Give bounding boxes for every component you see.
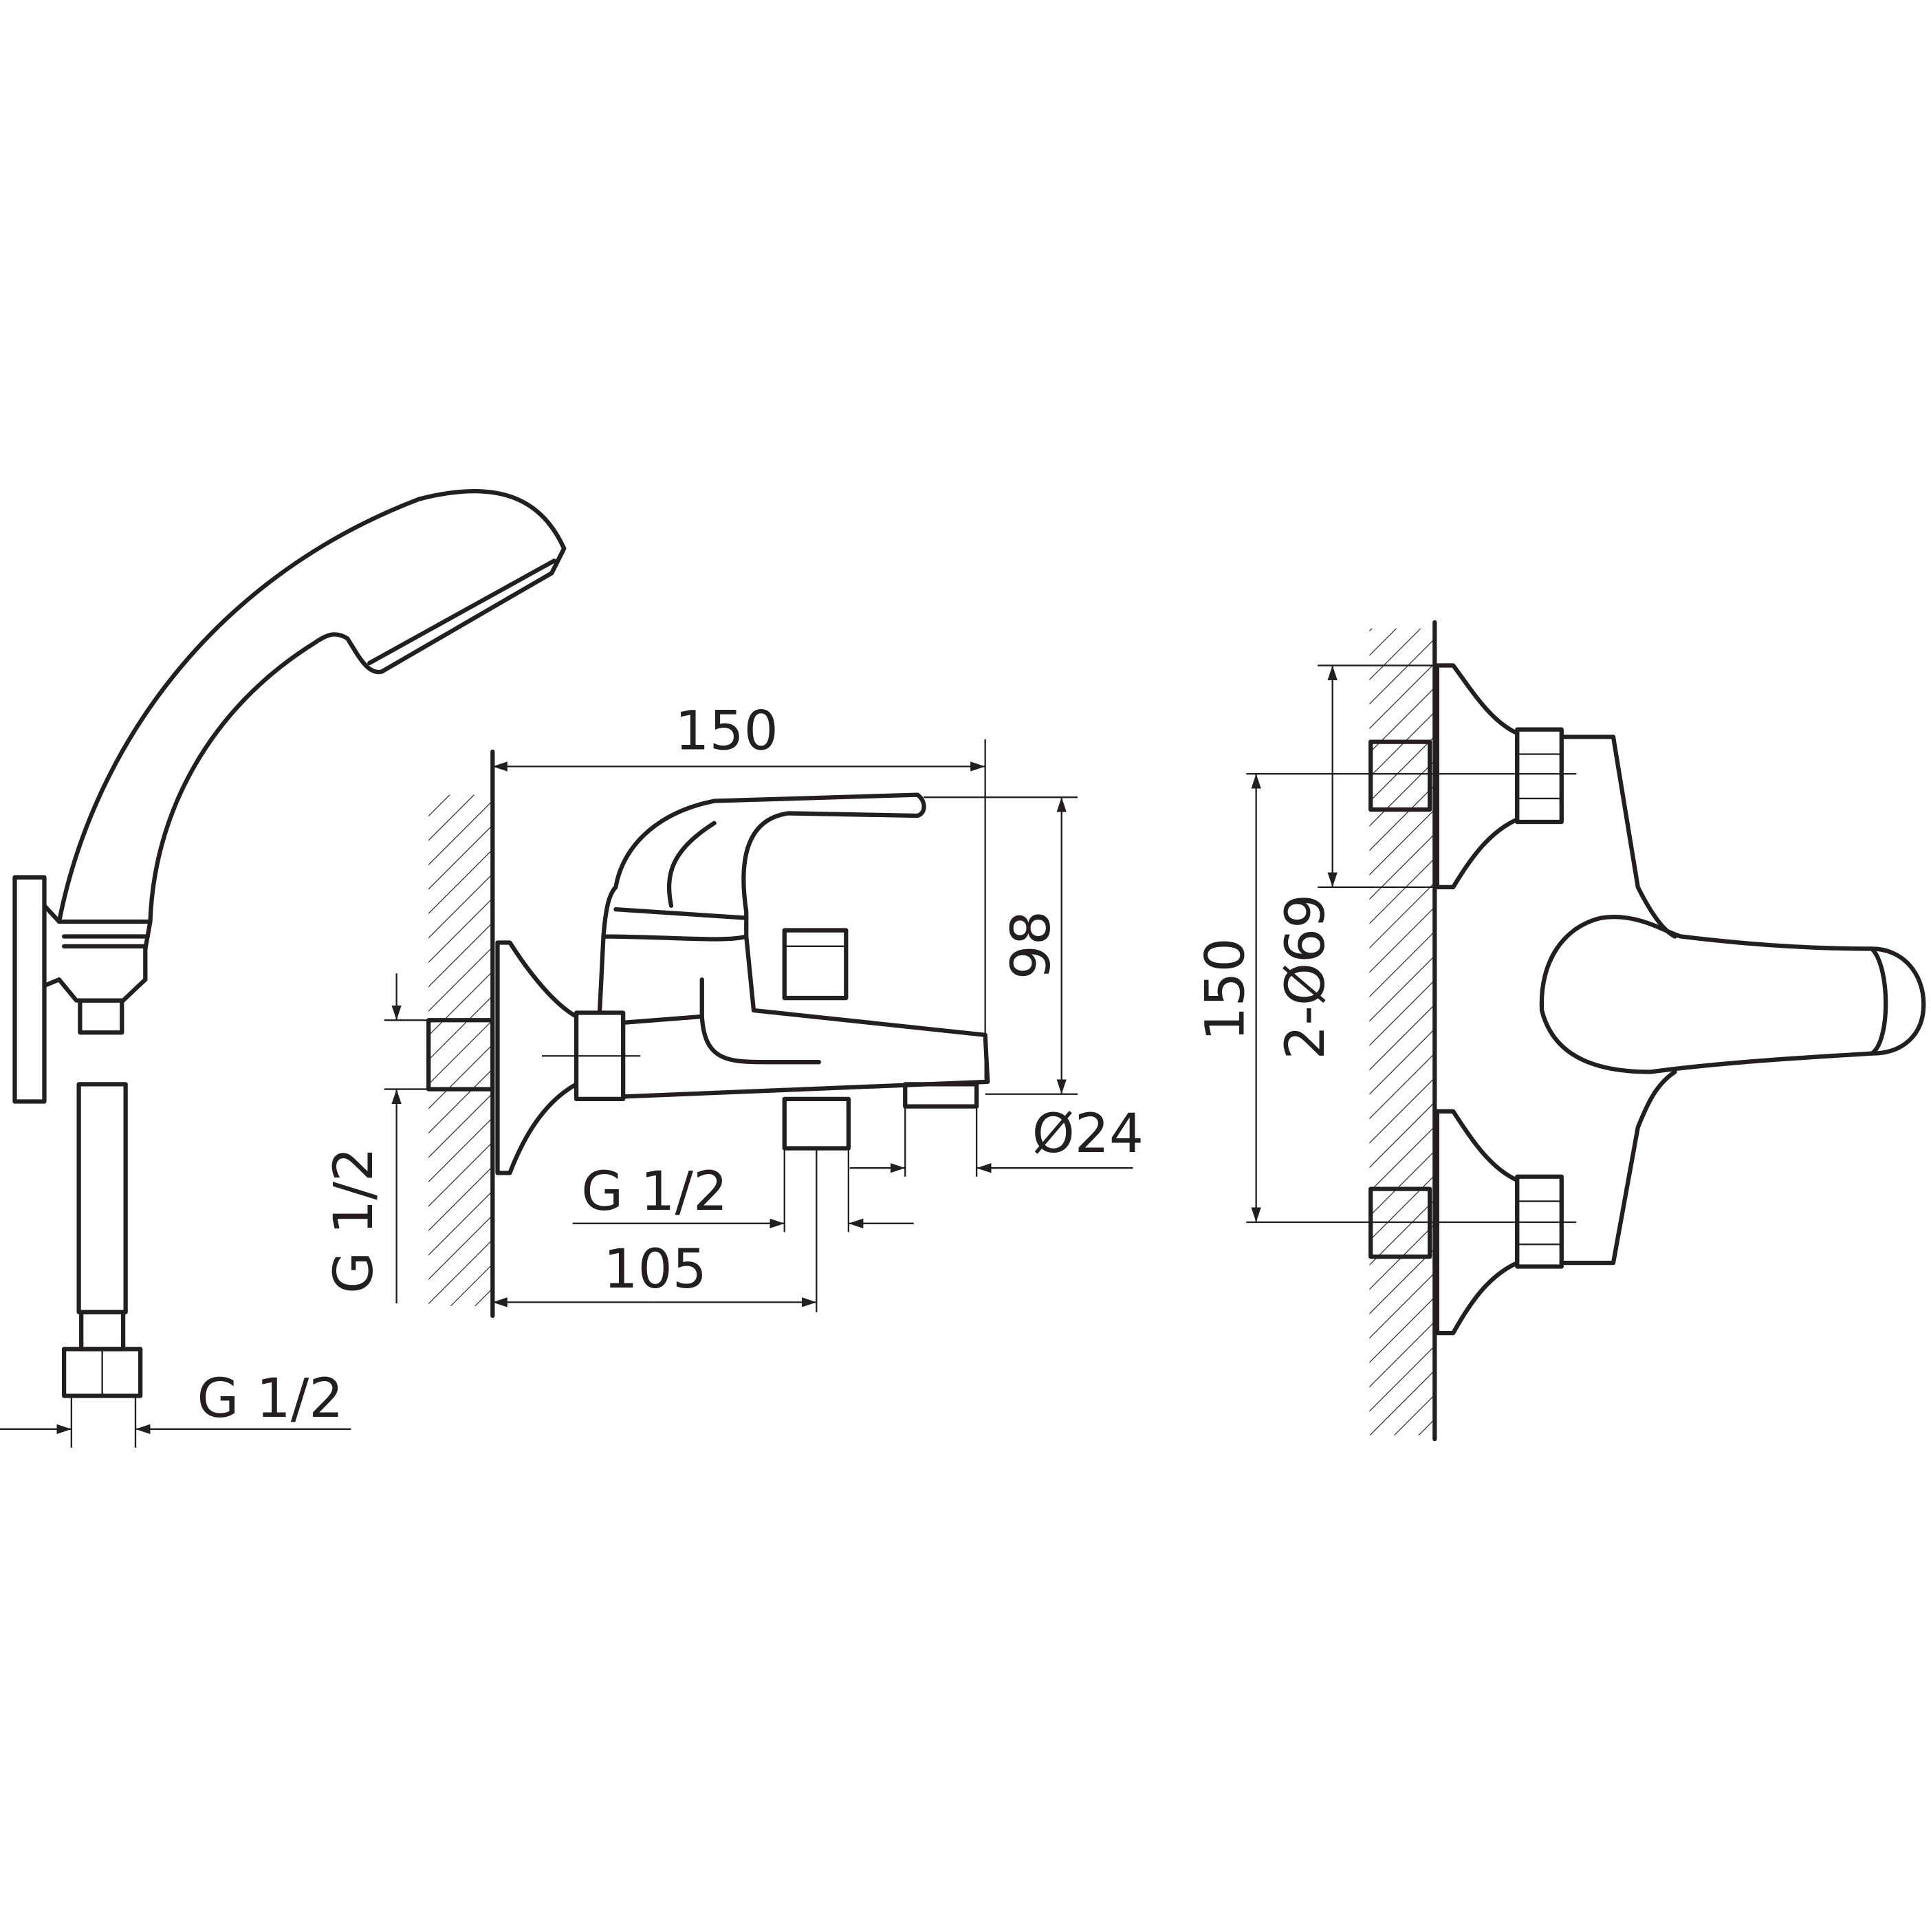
wall-flange bbox=[495, 940, 579, 1175]
inlet-thread-label: G 1/2 bbox=[322, 1147, 385, 1294]
height-label: 98 bbox=[999, 911, 1062, 979]
wall-bracket-plate bbox=[12, 875, 47, 1104]
mixer-side-view: 150 98 Ø24 G 1/2 G 1/2 105 bbox=[322, 699, 1144, 1318]
outlet-thread-label: G 1/2 bbox=[581, 1160, 728, 1223]
flange-label: 2-Ø69 bbox=[1274, 894, 1337, 1060]
hose-ferrule bbox=[79, 1310, 126, 1352]
outlet-diameter-label: Ø24 bbox=[1032, 1102, 1144, 1165]
lever-front bbox=[1539, 915, 1926, 1074]
wall-hatch bbox=[428, 794, 493, 1306]
diverter-knob bbox=[782, 928, 849, 1001]
braided-hose bbox=[76, 1082, 128, 1314]
mixer-body bbox=[597, 792, 990, 1099]
shower-head-face bbox=[367, 546, 567, 666]
depth-label: 105 bbox=[604, 1237, 707, 1301]
mixer-front-view: 2-Ø69 150 bbox=[1194, 620, 1926, 1442]
shower-holder bbox=[42, 903, 153, 1003]
hose-connector bbox=[78, 998, 124, 1035]
width-label: 150 bbox=[675, 699, 778, 762]
outlet-thread bbox=[782, 1096, 851, 1151]
upper-inlet-thread bbox=[1368, 739, 1432, 812]
inlet-thread bbox=[426, 1018, 495, 1092]
mixer-body-front bbox=[1559, 735, 1677, 1266]
hose-thread-label: G 1/2 bbox=[197, 1367, 344, 1430]
wall-hatch bbox=[1369, 628, 1435, 1435]
lever-handle bbox=[613, 821, 756, 1013]
upper-flange bbox=[1434, 663, 1520, 890]
upper-union-nut bbox=[1515, 727, 1564, 825]
hand-shower-view: G 1/2 bbox=[0, 489, 567, 1448]
aerator bbox=[903, 1082, 979, 1109]
center-distance-label: 150 bbox=[1194, 937, 1257, 1041]
